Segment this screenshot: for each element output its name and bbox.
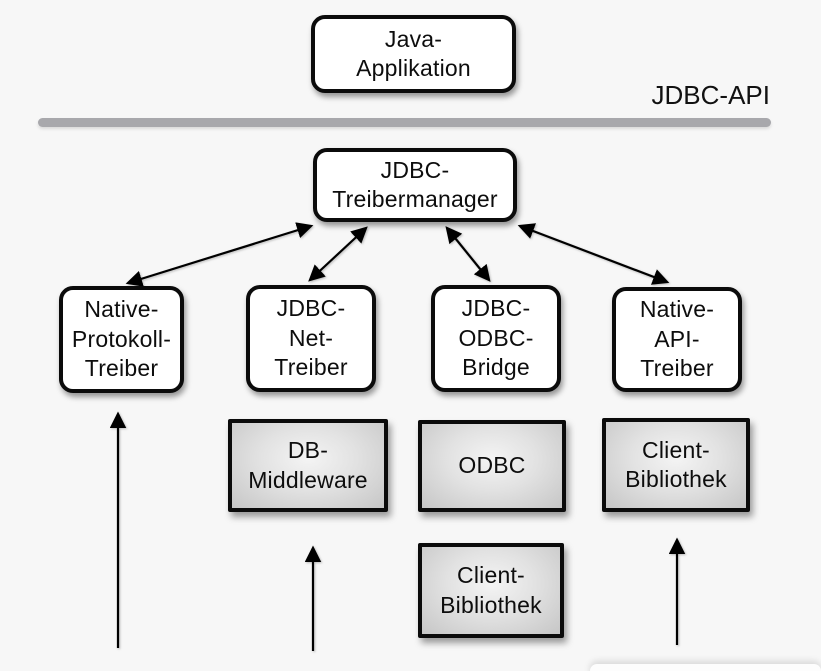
partial-box-bottom-right bbox=[590, 664, 821, 671]
node-jdbc-net-treiber-label: JDBC- Net- Treiber bbox=[274, 295, 348, 381]
node-native-protokoll-treiber: Native- Protokoll- Treiber bbox=[59, 286, 184, 393]
node-client-bibliothek-rechts-label: Client- Bibliothek bbox=[625, 436, 727, 492]
jdbc-api-label: JDBC-API bbox=[651, 80, 770, 110]
node-jdbc-treibermanager: JDBC- Treibermanager bbox=[313, 148, 517, 222]
node-java-applikation-label: Java- Applikation bbox=[356, 25, 471, 81]
node-db-middleware: DB- Middleware bbox=[228, 419, 388, 512]
arrow-treibermanager-jdbc-odbc bbox=[445, 226, 491, 282]
node-db-middleware-label: DB- Middleware bbox=[248, 437, 368, 493]
node-client-bibliothek-mitte: Client- Bibliothek bbox=[418, 543, 564, 638]
node-native-protokoll-treiber-label: Native- Protokoll- Treiber bbox=[71, 296, 172, 382]
arrow-treibermanager-native-api bbox=[517, 223, 670, 285]
node-jdbc-net-treiber: JDBC- Net- Treiber bbox=[246, 285, 376, 392]
node-jdbc-odbc-bridge: JDBC- ODBC- Bridge bbox=[431, 285, 561, 392]
node-jdbc-treibermanager-label: JDBC- Treibermanager bbox=[332, 156, 498, 212]
node-odbc: ODBC bbox=[418, 420, 566, 512]
jdbc-api-divider-bar bbox=[38, 118, 771, 127]
arrow-treibermanager-jdbc-net bbox=[308, 226, 368, 282]
node-java-applikation: Java- Applikation bbox=[311, 15, 516, 93]
node-jdbc-odbc-bridge-label: JDBC- ODBC- Bridge bbox=[458, 295, 534, 381]
node-client-bibliothek-rechts: Client- Bibliothek bbox=[602, 418, 750, 512]
node-native-api-treiber-label: Native- API- Treiber bbox=[639, 296, 715, 382]
node-odbc-label: ODBC bbox=[458, 452, 526, 479]
node-client-bibliothek-mitte-label: Client- Bibliothek bbox=[440, 562, 542, 618]
node-native-api-treiber: Native- API- Treiber bbox=[612, 287, 742, 392]
arrow-treibermanager-native-protokoll bbox=[125, 222, 314, 287]
